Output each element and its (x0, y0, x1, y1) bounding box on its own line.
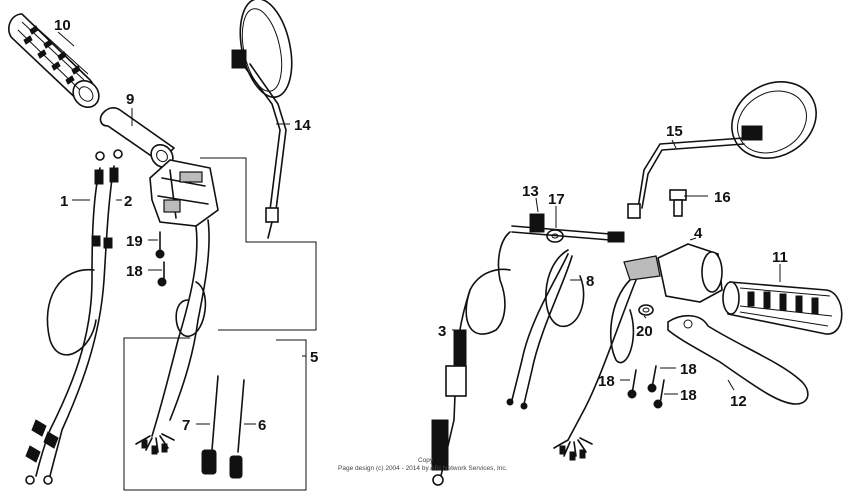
screws-right (627, 365, 665, 409)
label-part-20: 20 (636, 323, 653, 340)
label-part-12: 12 (730, 393, 747, 410)
leader-lines (57, 31, 781, 425)
mirror-right (627, 81, 817, 219)
screws-left (155, 231, 167, 287)
label-part-9: 9 (126, 91, 134, 108)
label-part-10: 10 (54, 17, 71, 34)
label-part-1: 1 (60, 193, 68, 210)
label-part-2: 2 (124, 193, 132, 210)
clutch-cable (431, 225, 625, 486)
label-part-4: 4 (694, 225, 703, 242)
label-part-19: 19 (126, 233, 143, 250)
nut-part-20 (638, 304, 654, 316)
label-part-18-right-b: 18 (680, 361, 697, 378)
label-part-3: 3 (438, 323, 446, 340)
label-part-13: 13 (522, 183, 539, 200)
label-part-16: 16 (714, 189, 731, 206)
label-part-18-right-a: 18 (598, 373, 615, 390)
label-part-7: 7 (182, 417, 190, 434)
label-part-14: 14 (294, 117, 311, 134)
label-part-15: 15 (666, 123, 683, 140)
clamp-bands (201, 375, 245, 479)
label-part-18-left: 18 (126, 263, 143, 280)
copyright-line-2: Page design (c) 2004 - 2014 by ARI Netwo… (338, 465, 508, 472)
label-part-6: 6 (258, 417, 266, 434)
label-part-18-right-c: 18 (680, 387, 697, 404)
mirror-adapter (669, 189, 687, 217)
throttle-cables (25, 149, 123, 485)
copyright-line-1: Copy (418, 457, 434, 464)
label-part-5: 5 (310, 349, 318, 366)
label-part-17: 17 (548, 191, 565, 208)
switch-housing-right (553, 243, 723, 461)
bracket-part-5 (123, 157, 317, 491)
label-part-8: 8 (586, 273, 594, 290)
switch-housing-left (135, 159, 219, 455)
wire-harness (506, 249, 585, 410)
grip-right (722, 281, 843, 335)
throttle-tube (99, 107, 176, 169)
brake-lever (667, 314, 809, 405)
grip-left (8, 13, 100, 109)
mirror-left (231, 0, 293, 239)
label-part-11: 11 (772, 249, 788, 266)
